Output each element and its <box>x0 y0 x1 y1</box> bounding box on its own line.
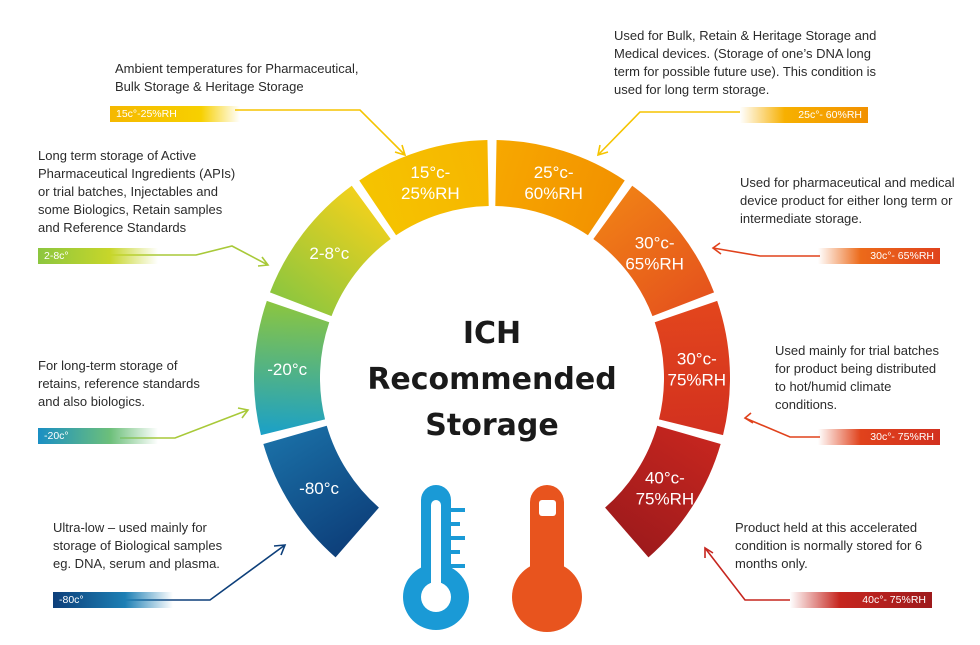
segment-label: 15°c-25%RH <box>401 163 460 203</box>
callout-30c-65-text: Used for pharmaceutical and medical devi… <box>740 175 955 226</box>
title-line-3: Storage <box>425 408 558 443</box>
callout-minus-20c-text: For long-term storage of retains, refere… <box>38 358 200 409</box>
segment-label: 30°c-65%RH <box>625 234 684 274</box>
callout-25c-text: Used for Bulk, Retain & Heritage Storage… <box>614 28 877 97</box>
segment-label: 30°c-75%RH <box>668 350 727 390</box>
callout-40c-text: Product held at this accelerated conditi… <box>735 520 923 571</box>
ring-segment <box>254 300 330 436</box>
segment-label: -80°c <box>299 479 339 498</box>
ring-segment <box>654 300 730 436</box>
arrow-40c <box>704 546 790 601</box>
arrow-30c-65 <box>711 242 820 257</box>
callout-15c-tag: 15c°-25%RH <box>110 106 240 122</box>
arrow-15c <box>235 109 407 157</box>
ring-segment <box>495 140 625 236</box>
callout-30c-75-tag: 30c°- 75%RH <box>818 429 940 445</box>
callout-minus-20c-tag: -20c° <box>38 428 158 444</box>
diagram-title: ICH Recommended Storage <box>367 316 616 443</box>
ring-segment <box>605 425 721 558</box>
callout-25c-tag: 25c°- 60%RH <box>740 107 868 123</box>
callout-30c-75-text: Used mainly for trial batches for produc… <box>775 343 940 412</box>
callout-minus-80c-tag: -80c° <box>53 592 173 608</box>
callout-minus-80c-text: Ultra-low – used mainly for storage of B… <box>53 520 223 571</box>
callout-2-8c-text: Long term storage of Active Pharmaceutic… <box>38 148 236 235</box>
arrow-30c-75 <box>743 412 820 438</box>
callout-2-8c-tag: 2-8c° <box>38 248 158 264</box>
ring-segment <box>269 185 391 317</box>
segment-label: 2-8°c <box>309 244 349 263</box>
segment-label: 25°c-60%RH <box>524 163 583 203</box>
ring-segment <box>263 425 379 558</box>
segment-label: 40°c-75%RH <box>636 469 695 509</box>
hot-thermometer-icon <box>512 485 582 632</box>
callout-30c-65-tag: 30c°- 65%RH <box>818 248 940 264</box>
segment-labels: -80°c -20°c 2-8°c 15°c-25%RH 25°c-60%RH 30°c-… <box>267 163 726 509</box>
ring-segment <box>359 140 489 236</box>
callout-40c-tag: 40c°- 75%RH <box>790 592 932 608</box>
ring-segment <box>593 185 715 317</box>
segment-label: -20°c <box>267 360 307 379</box>
title-line-2: Recommended <box>367 362 616 397</box>
title-line-1: ICH <box>463 316 521 351</box>
callout-15c-text: Ambient temperatures for Pharmaceutical,… <box>115 61 359 94</box>
temperature-ring <box>254 140 730 558</box>
arrow-25c <box>596 111 740 157</box>
cold-thermometer-icon <box>403 485 469 630</box>
